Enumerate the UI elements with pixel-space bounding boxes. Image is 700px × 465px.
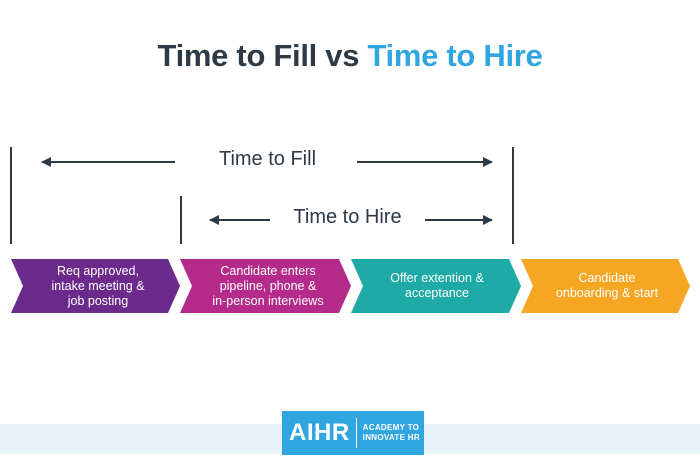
title-part-1: Time to Fill vs (157, 38, 368, 73)
stage-3-text: Offer extention &acceptance (362, 259, 512, 313)
time-to-hire-label: Time to Hire (293, 206, 402, 228)
logo-tagline-1: ACADEMY TO (362, 423, 420, 432)
stage-4-line-2: onboarding & start (555, 286, 659, 300)
stage-3-line-1: Offer extention & (390, 271, 484, 285)
stage-chevron-1 (11, 259, 180, 313)
stage-chevron-2 (180, 259, 351, 313)
stage-2-line-1: Candidate enters (220, 263, 316, 278)
logo-tagline-2: INNOVATE HR (362, 433, 420, 442)
page-title: Time to Fill vs Time to Hire (0, 38, 700, 74)
time-to-fill-label: Time to Fill (218, 148, 317, 170)
stage-1-line-2: intake meeting & (51, 278, 145, 293)
stage-1-line-3: job posting (67, 293, 129, 308)
stage-2-line-3: in-person interviews (212, 293, 324, 308)
stage-1-text: Req approved,intake meeting &job posting (24, 259, 172, 313)
stage-1-line-1: Req approved, (56, 263, 139, 278)
stage-4-line-1: Candidate (578, 271, 636, 285)
logo-divider (355, 418, 357, 448)
stage-3-line-2: acceptance (405, 286, 469, 300)
stage-chevron-4 (521, 259, 690, 313)
stage-chevron-3 (351, 259, 521, 313)
logo-main-text: AIHR (289, 419, 350, 446)
stage-2-line-2: pipeline, phone & (219, 278, 317, 293)
title-part-2: Time to Hire (367, 38, 543, 73)
